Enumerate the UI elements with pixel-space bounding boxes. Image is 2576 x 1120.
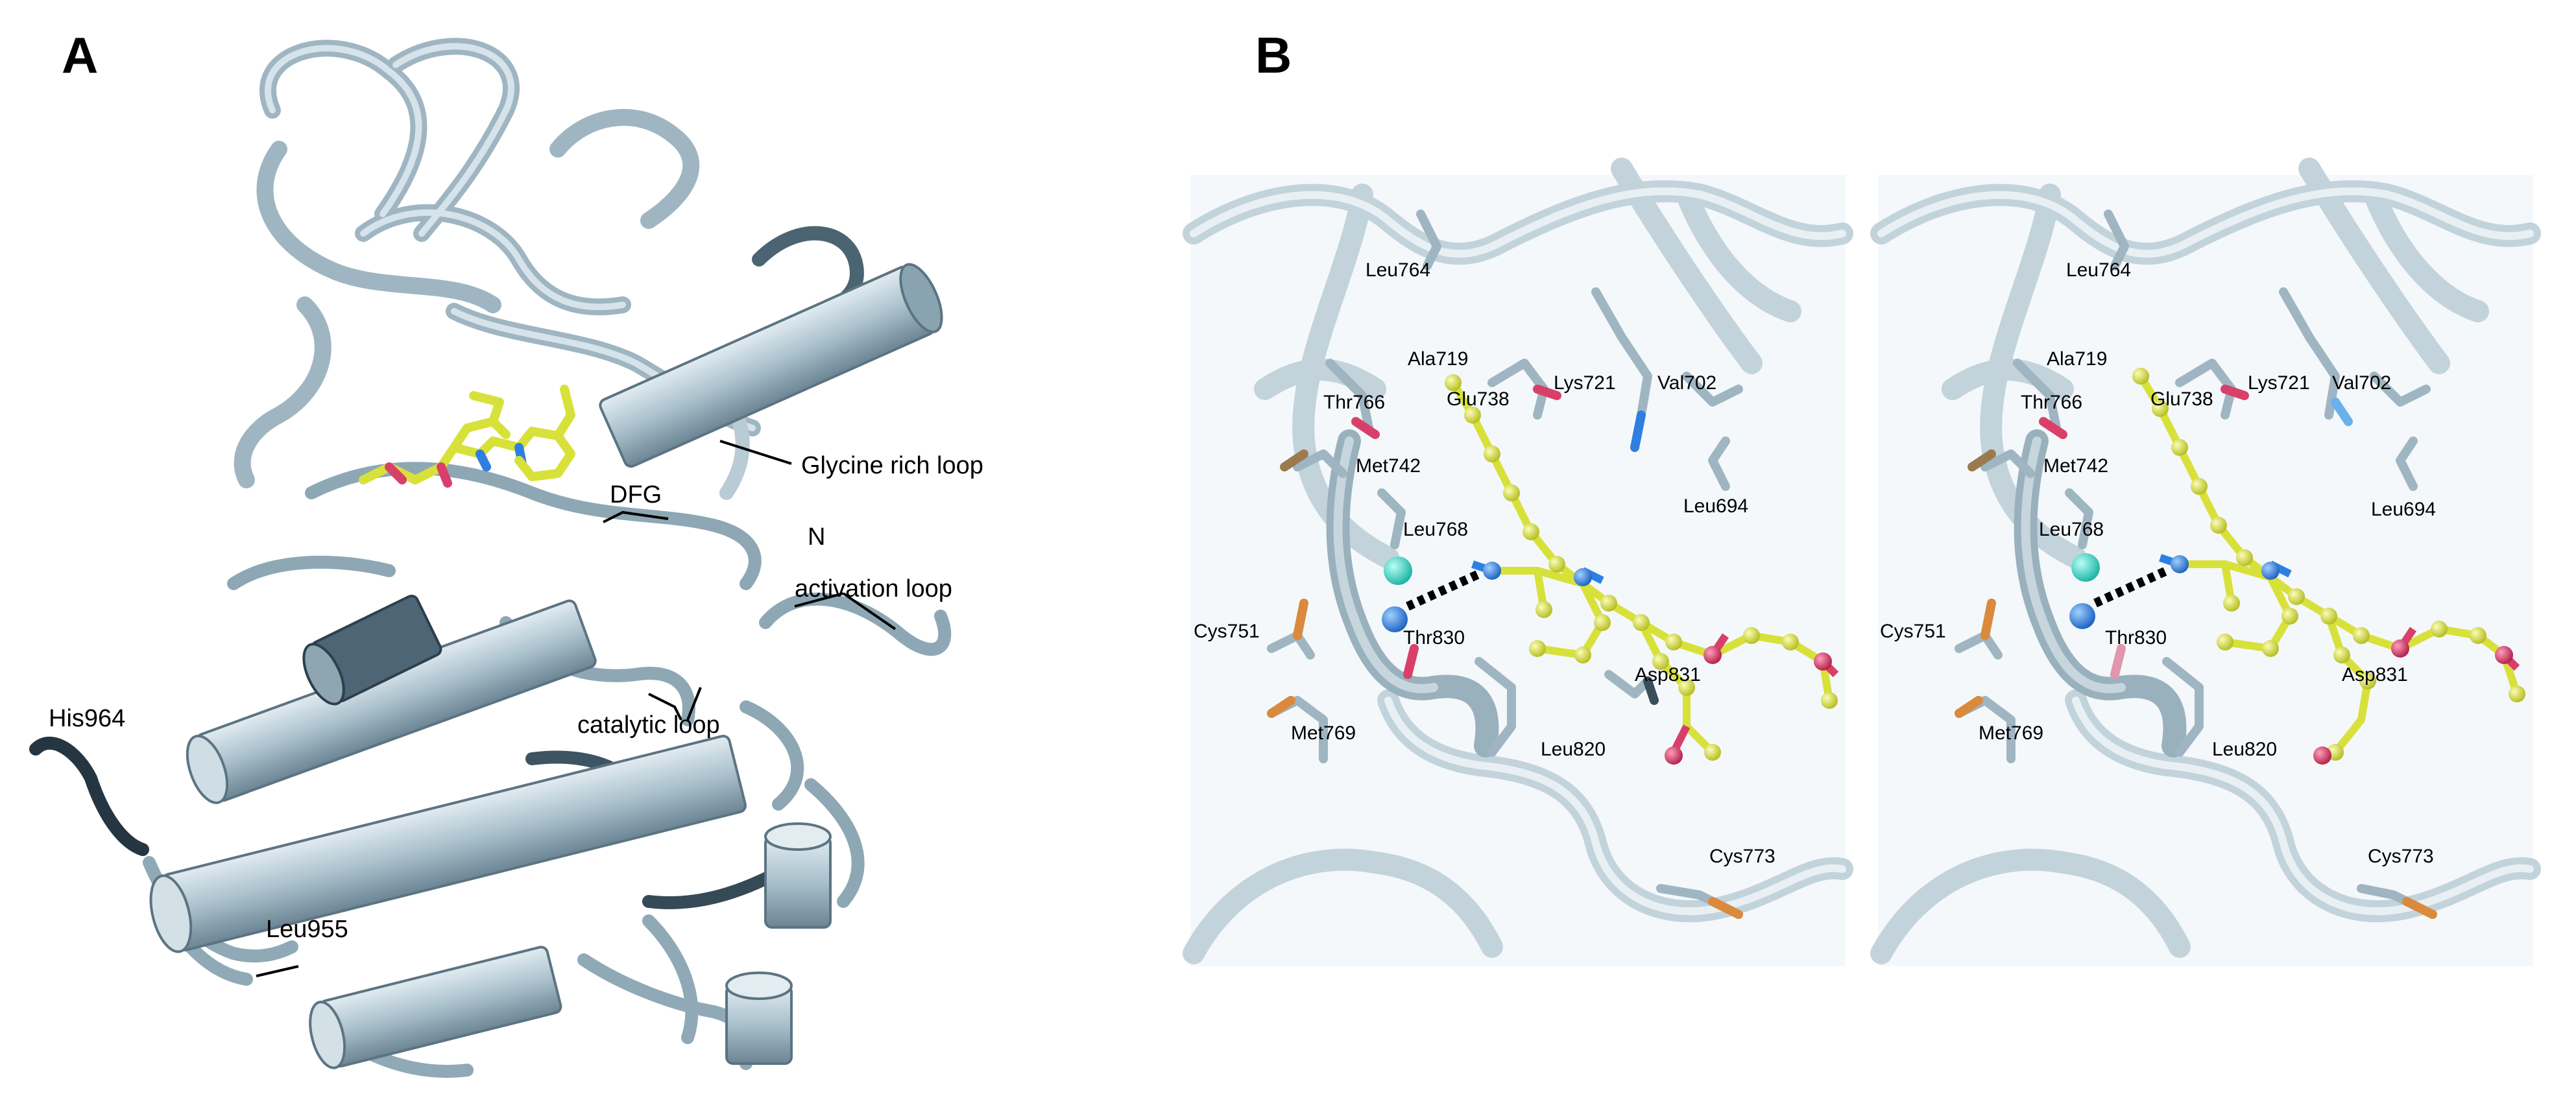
label-left-leu764: Leu764 — [1366, 259, 1430, 281]
label-left-leu820: Leu820 — [1541, 739, 1606, 760]
label-his964: His964 — [49, 705, 125, 732]
label-right-lys721: Lys721 — [2248, 372, 2310, 394]
label-right-leu694: Leu694 — [2371, 499, 2436, 520]
panel-letter-b: B — [1255, 27, 1292, 84]
label-left-met769: Met769 — [1291, 722, 1356, 744]
ligand-ball-stick-right — [2069, 368, 2525, 765]
label-left-thr830: Thr830 — [1403, 627, 1465, 649]
label-left-ala719: Ala719 — [1408, 348, 1468, 370]
hydrogen-bond-right — [2093, 566, 2169, 608]
hydrogen-bond-left — [1406, 569, 1481, 611]
label-left-thr766: Thr766 — [1323, 392, 1385, 413]
label-right-thr766: Thr766 — [2021, 392, 2082, 413]
backbone-tubes-right — [1870, 158, 2541, 964]
leader-lines-a — [256, 440, 897, 977]
label-activation-loop: activation loop — [795, 575, 952, 602]
label-left-cys773: Cys773 — [1709, 846, 1776, 867]
label-left-glu738: Glu738 — [1447, 388, 1510, 410]
label-left-lys721: Lys721 — [1554, 372, 1616, 394]
ligand-stick-a — [359, 385, 575, 488]
water-molecule-left — [1384, 556, 1412, 585]
residue-labels-right: Leu764 Ala719 Thr766 Glu738 Lys721 Val70… — [1880, 259, 2436, 867]
panel-b: B — [1183, 27, 2541, 966]
label-dfg: DFG — [610, 481, 662, 508]
label-right-cys751: Cys751 — [1880, 621, 1946, 642]
label-left-val702: Val702 — [1657, 372, 1716, 394]
label-left-asp831: Asp831 — [1635, 664, 1701, 685]
stereo-view-left: Leu764 Ala719 Thr766 Glu738 Lys721 Val70… — [1183, 158, 1853, 966]
helix-h — [725, 971, 793, 1065]
helix-f — [309, 946, 562, 1069]
label-right-leu764: Leu764 — [2066, 259, 2131, 281]
label-left-leu768: Leu768 — [1403, 519, 1468, 540]
label-n-terminus: N — [808, 523, 825, 551]
water-molecule-right — [2071, 553, 2100, 582]
label-left-met742: Met742 — [1356, 455, 1421, 477]
side-chains-right — [1955, 209, 2437, 919]
stereo-view-right: Leu764 Ala719 Thr766 Glu738 Lys721 Val70… — [1870, 158, 2541, 966]
labels-a: Glycine rich loop DFG N activation loop … — [49, 452, 983, 943]
label-right-leu768: Leu768 — [2039, 519, 2104, 540]
label-right-leu820: Leu820 — [2212, 739, 2277, 760]
label-glycine-rich-loop: Glycine rich loop — [801, 452, 983, 479]
label-right-cys773: Cys773 — [2368, 846, 2434, 867]
label-left-cys751: Cys751 — [1194, 621, 1260, 642]
protein-cartoon-a — [29, 38, 952, 1078]
helix-e — [149, 735, 747, 953]
ligand-ball-stick-left — [1382, 374, 1839, 765]
helix-g — [764, 822, 832, 929]
panel-letter-a: A — [62, 27, 98, 84]
label-catalytic-loop: catalytic loop — [577, 711, 720, 739]
label-right-met742: Met742 — [2043, 455, 2108, 477]
backbone-tubes-left — [1183, 158, 1853, 964]
label-right-val702: Val702 — [2332, 372, 2391, 394]
label-right-ala719: Ala719 — [2047, 348, 2107, 370]
helix-cylinders — [149, 263, 943, 1069]
label-leu955: Leu955 — [266, 916, 348, 943]
side-chains-left — [1267, 209, 1743, 919]
helix-dark — [302, 594, 442, 706]
panel-a: A — [29, 27, 983, 1078]
label-right-asp831: Asp831 — [2342, 664, 2408, 685]
residue-labels-left: Leu764 Ala719 Thr766 Glu738 Lys721 Val70… — [1194, 259, 1776, 867]
label-right-thr830: Thr830 — [2105, 627, 2167, 649]
label-left-leu694: Leu694 — [1683, 495, 1748, 517]
label-right-glu738: Glu738 — [2150, 388, 2213, 410]
helix-c — [599, 263, 943, 468]
stereo-right-background — [1878, 175, 2533, 966]
label-right-met769: Met769 — [1979, 722, 2043, 744]
